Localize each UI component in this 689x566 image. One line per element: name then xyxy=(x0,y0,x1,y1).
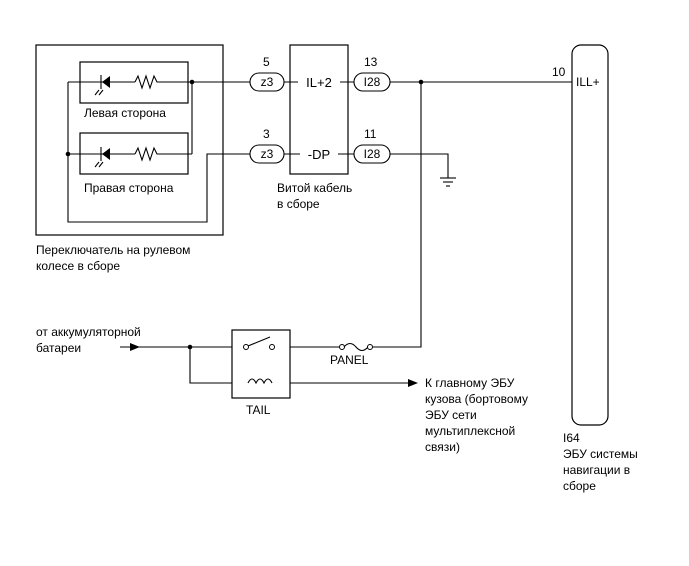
navigation-ecu: 10 ILL+ I64 ЭБУ системы навигации в сбор… xyxy=(552,44,638,493)
spiral-cable-box xyxy=(289,44,349,175)
battery-label-1: от аккумуляторной xyxy=(36,325,141,339)
battery-label-2: батареи xyxy=(36,341,81,355)
connector-label: I28 xyxy=(364,75,381,89)
spiral-cable-caption-2: в сборе xyxy=(277,197,320,211)
pin-number: 10 xyxy=(552,65,566,79)
right-side-label: Правая сторона xyxy=(84,181,174,195)
left-led-icon xyxy=(90,75,135,96)
nav-ecu-code: I64 xyxy=(563,431,580,445)
spiral-cable: 5 z3 IL+2 13 I28 3 z3 -DP 11 I28 Витой к… xyxy=(249,44,410,211)
nav-ecu-caption-3: сборе xyxy=(563,479,596,493)
junction-dot xyxy=(189,79,195,85)
signal-label: -DP xyxy=(308,147,330,162)
pin-number: 5 xyxy=(263,55,270,69)
nav-ecu-caption-1: ЭБУ системы xyxy=(563,447,638,461)
steering-switch-caption-2: колесе в сборе xyxy=(36,259,120,273)
right-led-icon xyxy=(90,147,135,168)
pin-number: 13 xyxy=(364,55,378,69)
connector-z3-bottom xyxy=(249,144,285,164)
connector-label: z3 xyxy=(261,75,274,89)
steering-switch-caption-1: Переключатель на рулевом xyxy=(36,243,190,257)
navigation-ecu-box xyxy=(571,44,609,426)
steering-pad-switch: Левая сторона Правая сторона Переключате… xyxy=(35,44,250,273)
connector-label: z3 xyxy=(261,147,274,161)
arrow-right-icon xyxy=(130,343,140,351)
junction-dot xyxy=(65,151,71,157)
tail-relay-box xyxy=(231,329,291,399)
right-resistor-icon xyxy=(134,146,168,162)
arrow-right-icon xyxy=(408,379,418,387)
left-resistor-icon xyxy=(134,74,168,90)
connector-z3-top xyxy=(249,72,285,92)
steering-switch-outline xyxy=(35,44,224,236)
body-ecu-label-1: К главному ЭБУ xyxy=(425,376,515,390)
nav-pin-label: ILL+ xyxy=(576,75,600,89)
body-ecu-label-5: связи) xyxy=(425,440,460,454)
connector-i28-top xyxy=(353,72,391,92)
tail-relay-label: TAIL xyxy=(246,403,271,417)
battery-feed: от аккумуляторной батареи xyxy=(36,325,232,384)
pin-number: 11 xyxy=(364,127,377,141)
body-ecu-label-3: ЭБУ сети xyxy=(425,408,477,422)
spiral-cable-caption-1: Витой кабель xyxy=(277,181,352,195)
signal-label: IL+2 xyxy=(306,75,332,90)
ground-icon xyxy=(410,153,456,187)
connector-label: I28 xyxy=(364,147,381,161)
connector-i28-bottom xyxy=(353,144,391,164)
left-side-label: Левая сторона xyxy=(84,106,166,120)
body-ecu-label-4: мультиплексной xyxy=(425,424,515,438)
tail-relay: TAIL xyxy=(231,329,291,417)
panel-fuse: PANEL xyxy=(290,342,400,367)
panel-fuse-label: PANEL xyxy=(330,353,369,367)
body-ecu-label-2: кузова (бортовому xyxy=(425,392,528,406)
pin-number: 3 xyxy=(263,127,270,141)
nav-ecu-caption-2: навигации в xyxy=(563,463,630,477)
body-ecu-feed: К главному ЭБУ кузова (бортовому ЭБУ сет… xyxy=(290,376,528,454)
